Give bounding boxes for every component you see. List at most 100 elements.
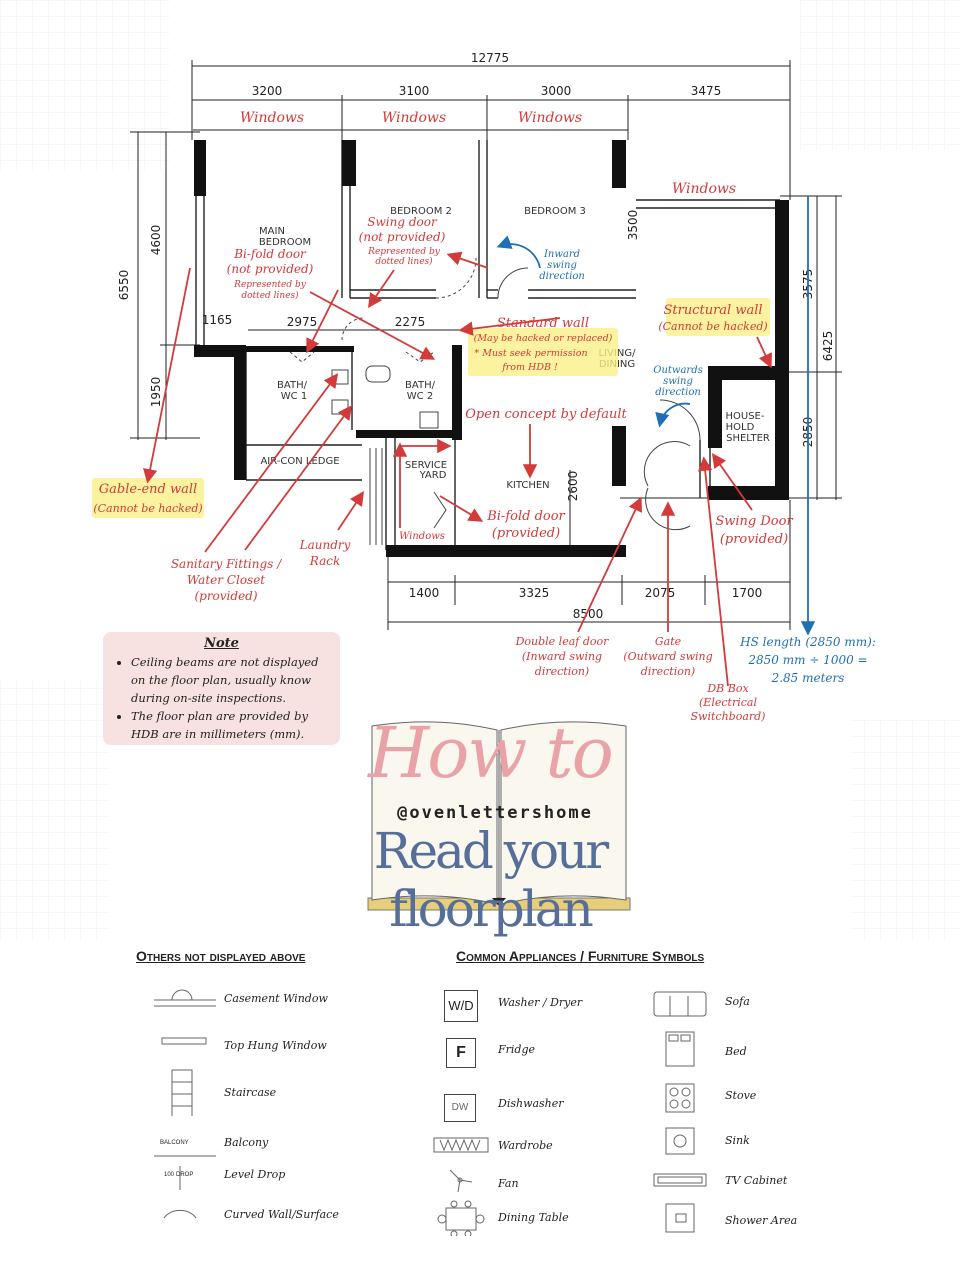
ann-outwards-1: Outwards	[653, 365, 703, 376]
dim-kitchen: 2600	[566, 471, 580, 502]
legend-appliance-item: Dishwasher	[498, 1097, 564, 1110]
ann-swing-hs-2: (provided)	[720, 532, 788, 547]
ann-bifold-master-4: dotted lines)	[241, 290, 299, 301]
ann-windows-4: Windows	[672, 181, 736, 197]
room-kitchen: KITCHEN	[506, 480, 549, 491]
legend-appliance-item: Dining Table	[498, 1211, 569, 1224]
ann-db-2: (Electrical	[699, 696, 757, 709]
ann-outwards-3: direction	[655, 387, 701, 398]
dotted-doors	[289, 257, 477, 363]
room-bath1-2: WC 1	[281, 391, 307, 402]
thick-walls	[194, 140, 789, 557]
ann-bifold-kit-2: (provided)	[492, 526, 560, 541]
note-list: Ceiling beams are not displayed on the f…	[103, 653, 340, 743]
ann-swing-br2-3: Represented by	[367, 247, 441, 257]
dim-2975: 2975	[287, 315, 318, 329]
ann-sanitary-2: Water Closet	[187, 573, 265, 587]
dim-total: 12775	[471, 51, 509, 65]
ann-outwards-2: swing	[663, 376, 693, 387]
legend-appliance-item: Bed	[725, 1045, 747, 1058]
ann-double-2: (Inward swing	[522, 650, 602, 663]
appliance-symbols-b	[653, 991, 707, 1233]
dishwasher-icon: DW	[444, 1094, 476, 1122]
dim-top-3: 3000	[541, 84, 572, 98]
dim-br3-side: 3500	[626, 210, 640, 241]
room-bath2-1: BATH/	[405, 380, 436, 391]
dim-left-lower: 1950	[149, 377, 163, 408]
ann-structural-1: Structural wall	[663, 303, 762, 318]
ann-windows-3: Windows	[518, 110, 582, 126]
title-read: Read your floorplan	[373, 822, 609, 938]
annotation-arrows	[143, 251, 772, 687]
ann-sanitary-3: (provided)	[194, 589, 257, 603]
dim-right-overall: 6425	[821, 331, 835, 362]
ann-bifold-kit-1: Bi-fold door	[486, 509, 565, 524]
room-hs-2: HOLD	[726, 422, 755, 433]
ann-windows-small: Windows	[399, 531, 445, 542]
room-hs-3: SHELTER	[726, 433, 770, 444]
legend-appliance-item: TV Cabinet	[725, 1174, 788, 1187]
ann-gate-3: direction)	[641, 665, 695, 678]
ann-gate-2: (Outward swing	[623, 650, 712, 663]
legend-appliance-item: Shower Area	[725, 1214, 798, 1227]
legend-appliance-item: Sink	[725, 1134, 750, 1147]
appliance-symbols-a	[433, 1137, 489, 1236]
ann-gable-1: Gable-end wall	[99, 482, 197, 497]
ann-standard-2: (May be hacked or replaced)	[474, 333, 613, 344]
ann-laundry-2: Rack	[309, 554, 340, 568]
floor-plan: 12775 3200 3100 3000 3475 6550 4600 1950…	[92, 51, 876, 723]
ann-hs-len-2: 2850 mm ÷ 1000 =	[747, 653, 867, 667]
fridge-icon: F	[446, 1038, 476, 1068]
dim-bottom-1: 1400	[409, 586, 440, 600]
sym-drop-label: DROP	[176, 1172, 194, 1178]
ann-standard-4: from HDB !	[501, 362, 558, 373]
legend-appliances-title: Common Appliances / Furniture Symbols	[456, 948, 705, 964]
ann-open-concept: Open concept by default	[465, 407, 627, 422]
room-master-1: MAIN	[259, 226, 285, 237]
ann-db-1: DB Box	[706, 682, 749, 695]
dim-bottom-4: 1700	[732, 586, 763, 600]
dim-top-2: 3100	[399, 84, 430, 98]
ann-inward-1: Inward	[543, 249, 580, 260]
dim-top-4: 3475	[691, 84, 722, 98]
legend-appliance-item: Stove	[725, 1089, 757, 1102]
title-how-to: How to	[368, 712, 614, 794]
room-hs-1: HOUSE-	[726, 411, 765, 422]
dim-2275: 2275	[395, 315, 426, 329]
sym-100-label: 100	[164, 1172, 175, 1178]
ann-windows-2: Windows	[382, 110, 446, 126]
dim-left-overall: 6550	[117, 270, 131, 301]
dim-top-1: 3200	[252, 84, 283, 98]
room-service-2: YARD	[419, 470, 447, 481]
ann-structural-2: (Cannot be hacked)	[658, 320, 767, 333]
legend-others-item: Balcony	[224, 1136, 269, 1149]
ann-double-1: Double leaf door	[515, 635, 610, 648]
ann-hs-len-1: HS length (2850 mm):	[739, 635, 876, 649]
legend-appliance-item: Washer / Dryer	[498, 996, 583, 1009]
note-item: Ceiling beams are not displayed on the f…	[131, 653, 334, 707]
blue-arrows	[496, 196, 816, 636]
note-title: Note	[204, 636, 239, 651]
ann-hs-len-3: 2.85 meters	[771, 671, 845, 685]
ann-double-3: direction)	[535, 665, 589, 678]
ann-bifold-master-2: (not provided)	[227, 262, 314, 276]
title-handle: @ovenlettershome	[397, 803, 593, 823]
ann-swing-hs-1: Swing Door	[715, 514, 793, 529]
ann-inward-2: swing	[547, 260, 577, 271]
ann-laundry-1: Laundry	[299, 538, 351, 552]
dim-bottom-3: 2075	[645, 586, 676, 600]
ann-swing-br2-4: dotted lines)	[375, 256, 433, 267]
legend-others-title: Others not displayed above	[136, 948, 306, 964]
ann-swing-br2-2: (not provided)	[359, 230, 446, 244]
ann-gate-1: Gate	[655, 635, 682, 648]
ann-windows-1: Windows	[240, 110, 304, 126]
dim-bottom-total: 8500	[573, 607, 604, 621]
room-master-2: BEDROOM	[259, 237, 311, 248]
legend-others-item: Top Hung Window	[224, 1039, 327, 1052]
ann-sanitary-1: Sanitary Fittings /	[171, 557, 283, 571]
room-bath1-1: BATH/	[277, 380, 308, 391]
ann-standard-3: * Must seek permission	[474, 348, 587, 359]
ann-inward-3: direction	[539, 271, 585, 282]
note-item: The floor plan are provided by HDB are i…	[131, 707, 334, 743]
room-service-1: SERVICE	[405, 460, 447, 471]
